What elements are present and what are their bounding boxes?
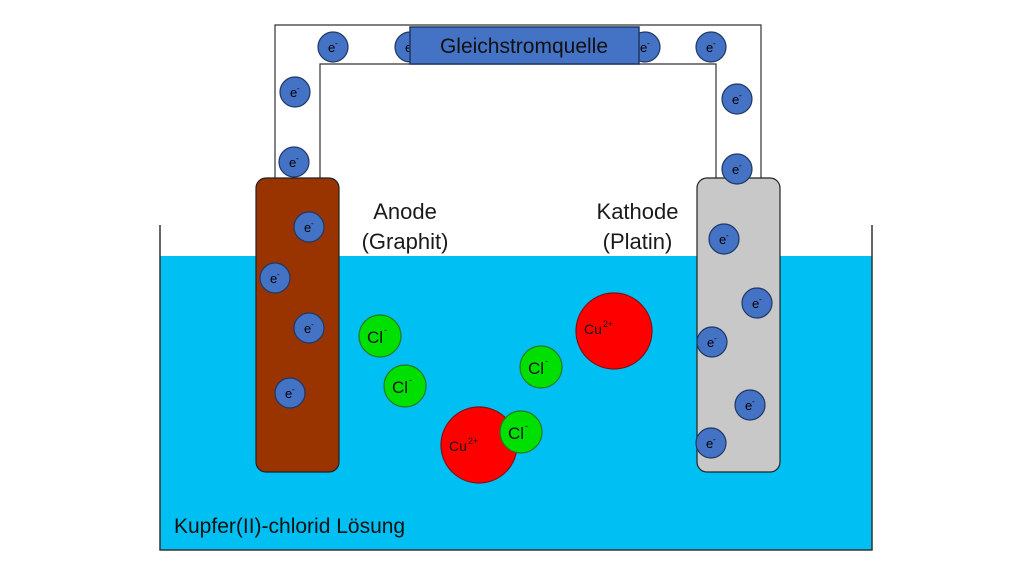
svg-text:Cl: Cl [528,359,544,378]
anode-label: Anode (Graphit) [340,197,470,257]
svg-text:-: - [335,39,338,48]
svg-text:e: e [304,321,311,336]
svg-text:e: e [719,232,726,247]
electron: e- [708,223,740,255]
beaker [159,225,873,551]
electron: e- [721,153,753,185]
svg-text:-: - [296,154,299,163]
svg-text:e: e [285,386,292,401]
chloride-ion: Cl- [383,364,427,408]
svg-text:-: - [297,84,300,93]
svg-text:-: - [714,334,717,343]
power-source-label: Gleichstromquelle [440,35,608,58]
svg-text:e: e [732,92,739,107]
solution-label: Kupfer(II)-chlorid Lösung [174,515,405,538]
svg-text:2+: 2+ [603,319,613,329]
svg-text:Cl: Cl [392,378,408,397]
electron: e- [695,31,727,63]
svg-text:e: e [752,296,759,311]
svg-text:e: e [290,85,297,100]
electron: e- [274,377,306,409]
cathode-label-material: (Platin) [602,229,673,254]
svg-text:Cl: Cl [367,328,383,347]
svg-text:e: e [707,335,714,350]
svg-text:-: - [752,397,755,406]
electron: e- [721,83,753,115]
svg-text:-: - [409,375,412,385]
svg-text:e: e [745,398,752,413]
svg-text:Cl: Cl [508,424,524,443]
anode-label-material: (Graphit) [361,229,449,254]
electron: e- [317,31,349,63]
svg-text:e: e [706,436,713,451]
svg-text:-: - [713,39,716,48]
svg-text:e: e [732,162,739,177]
svg-text:-: - [311,219,314,228]
svg-text:-: - [292,385,295,394]
svg-text:-: - [726,231,729,240]
svg-text:e: e [328,40,335,55]
cathode-label-name: Kathode [596,199,679,224]
svg-text:e: e [405,40,412,55]
electron: e- [741,287,773,319]
svg-text:Cu: Cu [584,321,602,337]
electron: e- [696,326,728,358]
wire-outer [274,24,762,180]
power-source [409,26,640,65]
chloride-ion: Cl- [519,345,563,389]
svg-text:Cu: Cu [449,438,467,454]
svg-text:-: - [384,325,387,335]
svg-text:e: e [640,40,647,55]
svg-text:e: e [289,155,296,170]
cathode-label: Kathode (Platin) [570,197,705,257]
electron: e- [293,211,325,243]
chloride-ion: Cl- [499,410,543,454]
svg-text:-: - [647,39,650,48]
electron: e- [259,262,291,294]
svg-text:-: - [739,91,742,100]
svg-text:e: e [304,220,311,235]
wire-inner [319,63,717,180]
svg-text:-: - [545,356,548,366]
anode-label-name: Anode [373,199,437,224]
electron: e- [734,389,766,421]
svg-text:-: - [713,435,716,444]
electron: e- [695,427,727,459]
svg-text:e: e [270,271,277,286]
svg-text:-: - [759,295,762,304]
svg-text:-: - [525,421,528,431]
electron: e- [293,312,325,344]
svg-text:e: e [706,40,713,55]
svg-text:2+: 2+ [468,436,478,446]
chloride-ion: Cl- [358,314,402,358]
svg-text:-: - [739,161,742,170]
electron: e- [279,76,311,108]
electron: e- [278,146,310,178]
svg-text:-: - [277,270,280,279]
svg-text:-: - [311,320,314,329]
